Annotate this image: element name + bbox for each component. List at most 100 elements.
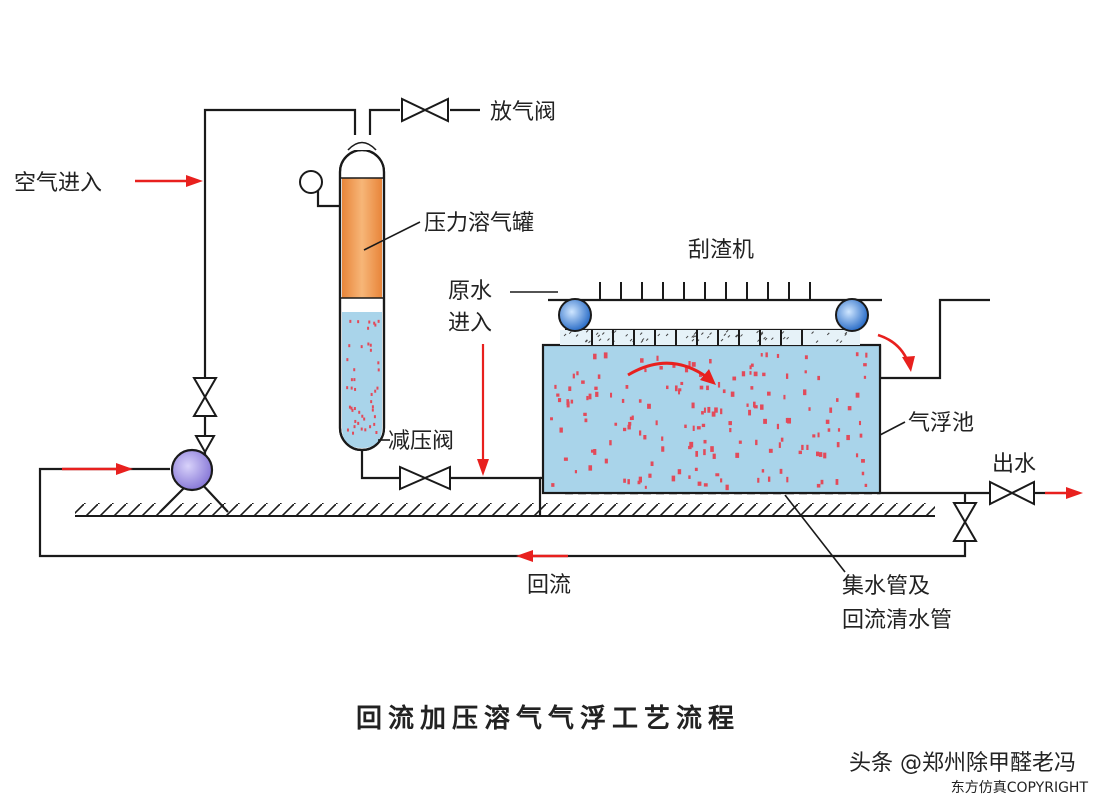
bubble: [556, 393, 560, 397]
bubble: [703, 407, 706, 413]
bubble: [829, 407, 833, 413]
froth-mark: [584, 339, 588, 343]
label-flotation-tank: 气浮池: [908, 411, 974, 436]
label-scraper: 刮渣机: [688, 238, 754, 263]
bubble: [762, 372, 766, 377]
watermark-line1: 头条 @郑州除甲醛老冯: [849, 751, 1076, 776]
return-valve-icon[interactable]: [952, 502, 978, 542]
flotation-tank: [541, 329, 882, 495]
bubble: [568, 386, 572, 392]
bubble: [563, 457, 568, 461]
label-collector-2: 回流清水管: [842, 608, 952, 633]
tank-bubble: [360, 427, 363, 431]
outlet-valve-icon[interactable]: [989, 480, 1035, 506]
bubble: [765, 352, 768, 358]
bubble: [640, 358, 644, 363]
bubble: [588, 393, 592, 400]
bubble: [655, 420, 658, 426]
bubble: [554, 384, 557, 389]
bubble: [858, 420, 862, 426]
froth-mark: [595, 332, 599, 336]
bubble: [763, 418, 767, 424]
bubble: [801, 444, 804, 451]
froth-mark: [685, 335, 689, 339]
bubble: [678, 390, 681, 395]
tank-bubble: [376, 386, 379, 390]
froth-mark: [607, 338, 610, 341]
tank-bubble: [367, 326, 370, 330]
tank-bubble: [373, 321, 376, 325]
bubble: [691, 362, 696, 367]
bubble: [584, 418, 588, 423]
bubble: [559, 427, 563, 433]
tank-bubble: [350, 406, 353, 410]
tank-bubble: [371, 408, 374, 412]
bubble: [623, 478, 626, 483]
tank-bubble: [348, 344, 351, 348]
bubble: [864, 483, 868, 487]
froth-mark: [575, 334, 579, 337]
froth-mark: [786, 336, 789, 340]
tank-bubble: [354, 419, 357, 423]
label-return-flow: 回流: [527, 573, 571, 598]
bubble: [725, 484, 729, 491]
froth-mark: [811, 331, 814, 334]
pump-icon[interactable]: [159, 448, 229, 513]
bubble: [688, 475, 691, 479]
bubble: [581, 380, 585, 384]
leader-lines: [363, 221, 906, 573]
bubble: [750, 363, 754, 367]
bubble: [701, 423, 706, 428]
bubble: [703, 439, 707, 444]
tank-bubble: [349, 319, 352, 323]
tank-bubble: [374, 389, 377, 393]
bubble: [709, 358, 712, 364]
bubble: [806, 444, 809, 450]
froth-mark: [844, 333, 848, 336]
froth-mark: [740, 334, 743, 337]
bubble: [825, 419, 830, 424]
bubble: [644, 368, 647, 373]
bubble: [684, 367, 689, 373]
froth-mark: [625, 333, 629, 337]
bubble: [638, 430, 642, 436]
air-valve-icon[interactable]: [192, 377, 218, 417]
tank-bubble: [373, 415, 376, 419]
bubble: [609, 392, 613, 398]
bubble: [863, 375, 867, 379]
bubble: [785, 373, 789, 379]
bubble: [778, 442, 781, 448]
froth-mark: [657, 333, 661, 337]
tank-bubble: [364, 428, 367, 432]
bubble: [715, 473, 720, 477]
watermark-line2: 东方仿真COPYRIGHT: [951, 780, 1089, 796]
bubble: [754, 405, 758, 409]
tank-bubble: [369, 425, 372, 429]
tank-bubble: [374, 323, 377, 327]
label-vent-valve: 放气阀: [490, 100, 556, 125]
bubble: [647, 403, 651, 409]
bubble: [755, 439, 758, 446]
bubble: [707, 406, 711, 413]
bubble: [603, 352, 608, 359]
bubble: [767, 391, 771, 396]
check-valve-icon[interactable]: [194, 435, 216, 455]
vent-valve-icon[interactable]: [401, 97, 449, 123]
bubble: [643, 435, 647, 440]
bubble: [697, 481, 702, 486]
bubble: [689, 441, 694, 448]
froth-mark: [691, 335, 695, 338]
tank-bubble: [377, 368, 380, 372]
froth-mark: [760, 332, 764, 336]
froth-mark: [763, 336, 766, 340]
tank-bubble: [353, 407, 356, 411]
froth-mark: [720, 338, 724, 342]
pressure-relief-valve-icon[interactable]: [399, 465, 451, 491]
bubble: [803, 389, 807, 396]
bubble: [696, 426, 701, 430]
label-pressure-tank: 压力溶气罐: [424, 211, 534, 236]
tank-bubble: [357, 421, 360, 425]
bubble: [678, 388, 682, 392]
scraper-machine: [558, 282, 869, 345]
bubble: [837, 428, 841, 432]
